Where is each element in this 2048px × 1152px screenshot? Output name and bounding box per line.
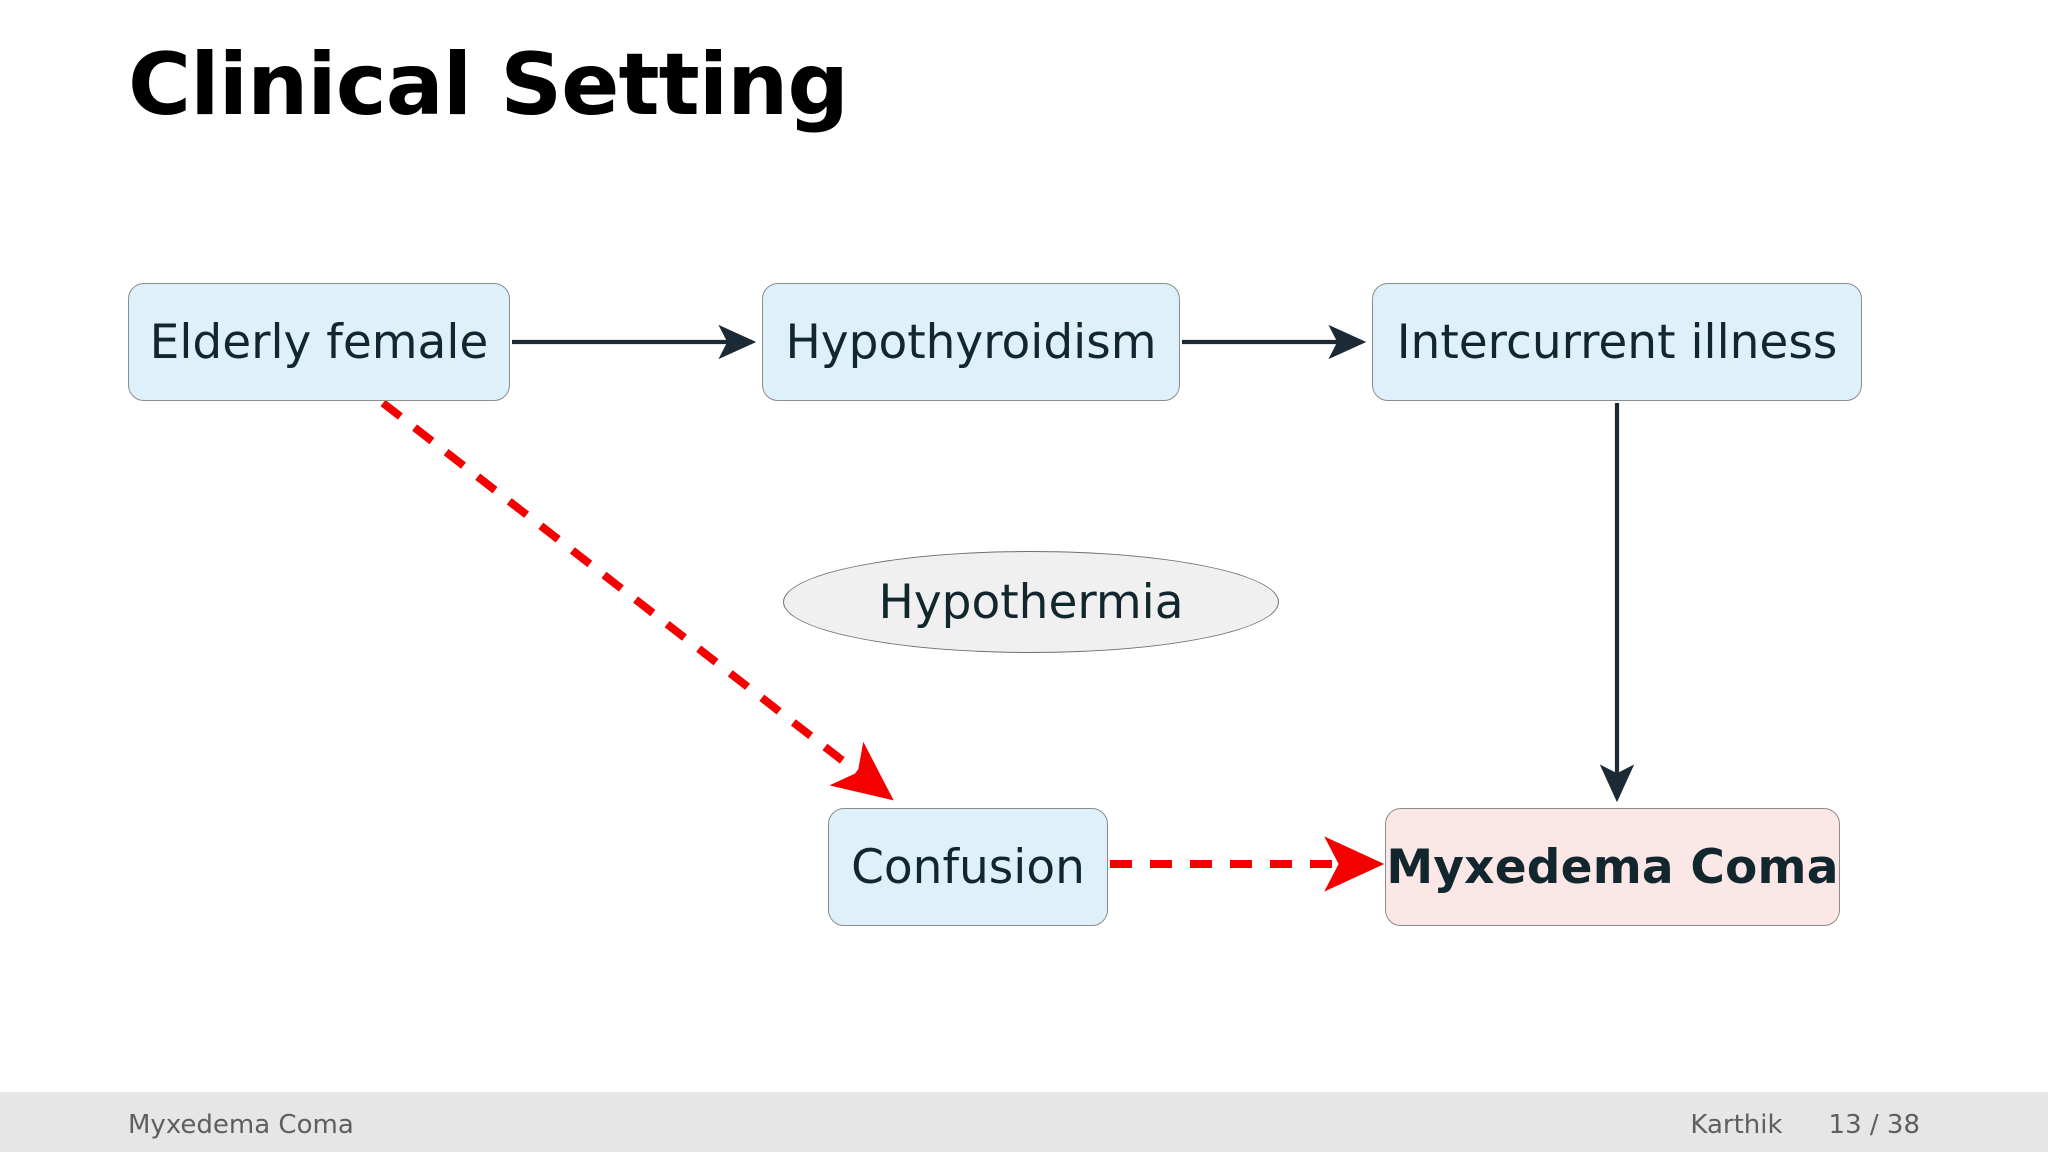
footer-meta: Karthik 13 / 38 <box>1690 1110 1920 1140</box>
node-label: Myxedema Coma <box>1386 839 1839 895</box>
node-confusion[interactable]: Confusion <box>828 808 1108 926</box>
footer-page-number: 13 / 38 <box>1828 1110 1920 1140</box>
node-label: Confusion <box>851 839 1085 895</box>
node-elderly-female[interactable]: Elderly female <box>128 283 510 401</box>
node-label: Intercurrent illness <box>1396 314 1838 370</box>
footer-deck-title: Myxedema Coma <box>128 1110 354 1140</box>
node-label: Hypothyroidism <box>785 314 1157 370</box>
node-hypothyroidism[interactable]: Hypothyroidism <box>762 283 1180 401</box>
node-hypothermia[interactable]: Hypothermia <box>783 551 1279 653</box>
diagram-edge-layer <box>380 324 1635 892</box>
slide-footer: Myxedema Coma Karthik 13 / 38 <box>0 1092 2048 1152</box>
node-label: Hypothermia <box>878 574 1184 630</box>
node-intercurrent-illness[interactable]: Intercurrent illness <box>1372 283 1862 401</box>
flowchart-diagram: Elderly female Hypothyroidism Intercurre… <box>128 283 1862 926</box>
footer-author: Karthik <box>1690 1110 1783 1140</box>
node-myxedema-coma[interactable]: Myxedema Coma <box>1385 808 1840 926</box>
node-label: Elderly female <box>149 314 489 370</box>
page-title: Clinical Setting <box>128 35 849 135</box>
